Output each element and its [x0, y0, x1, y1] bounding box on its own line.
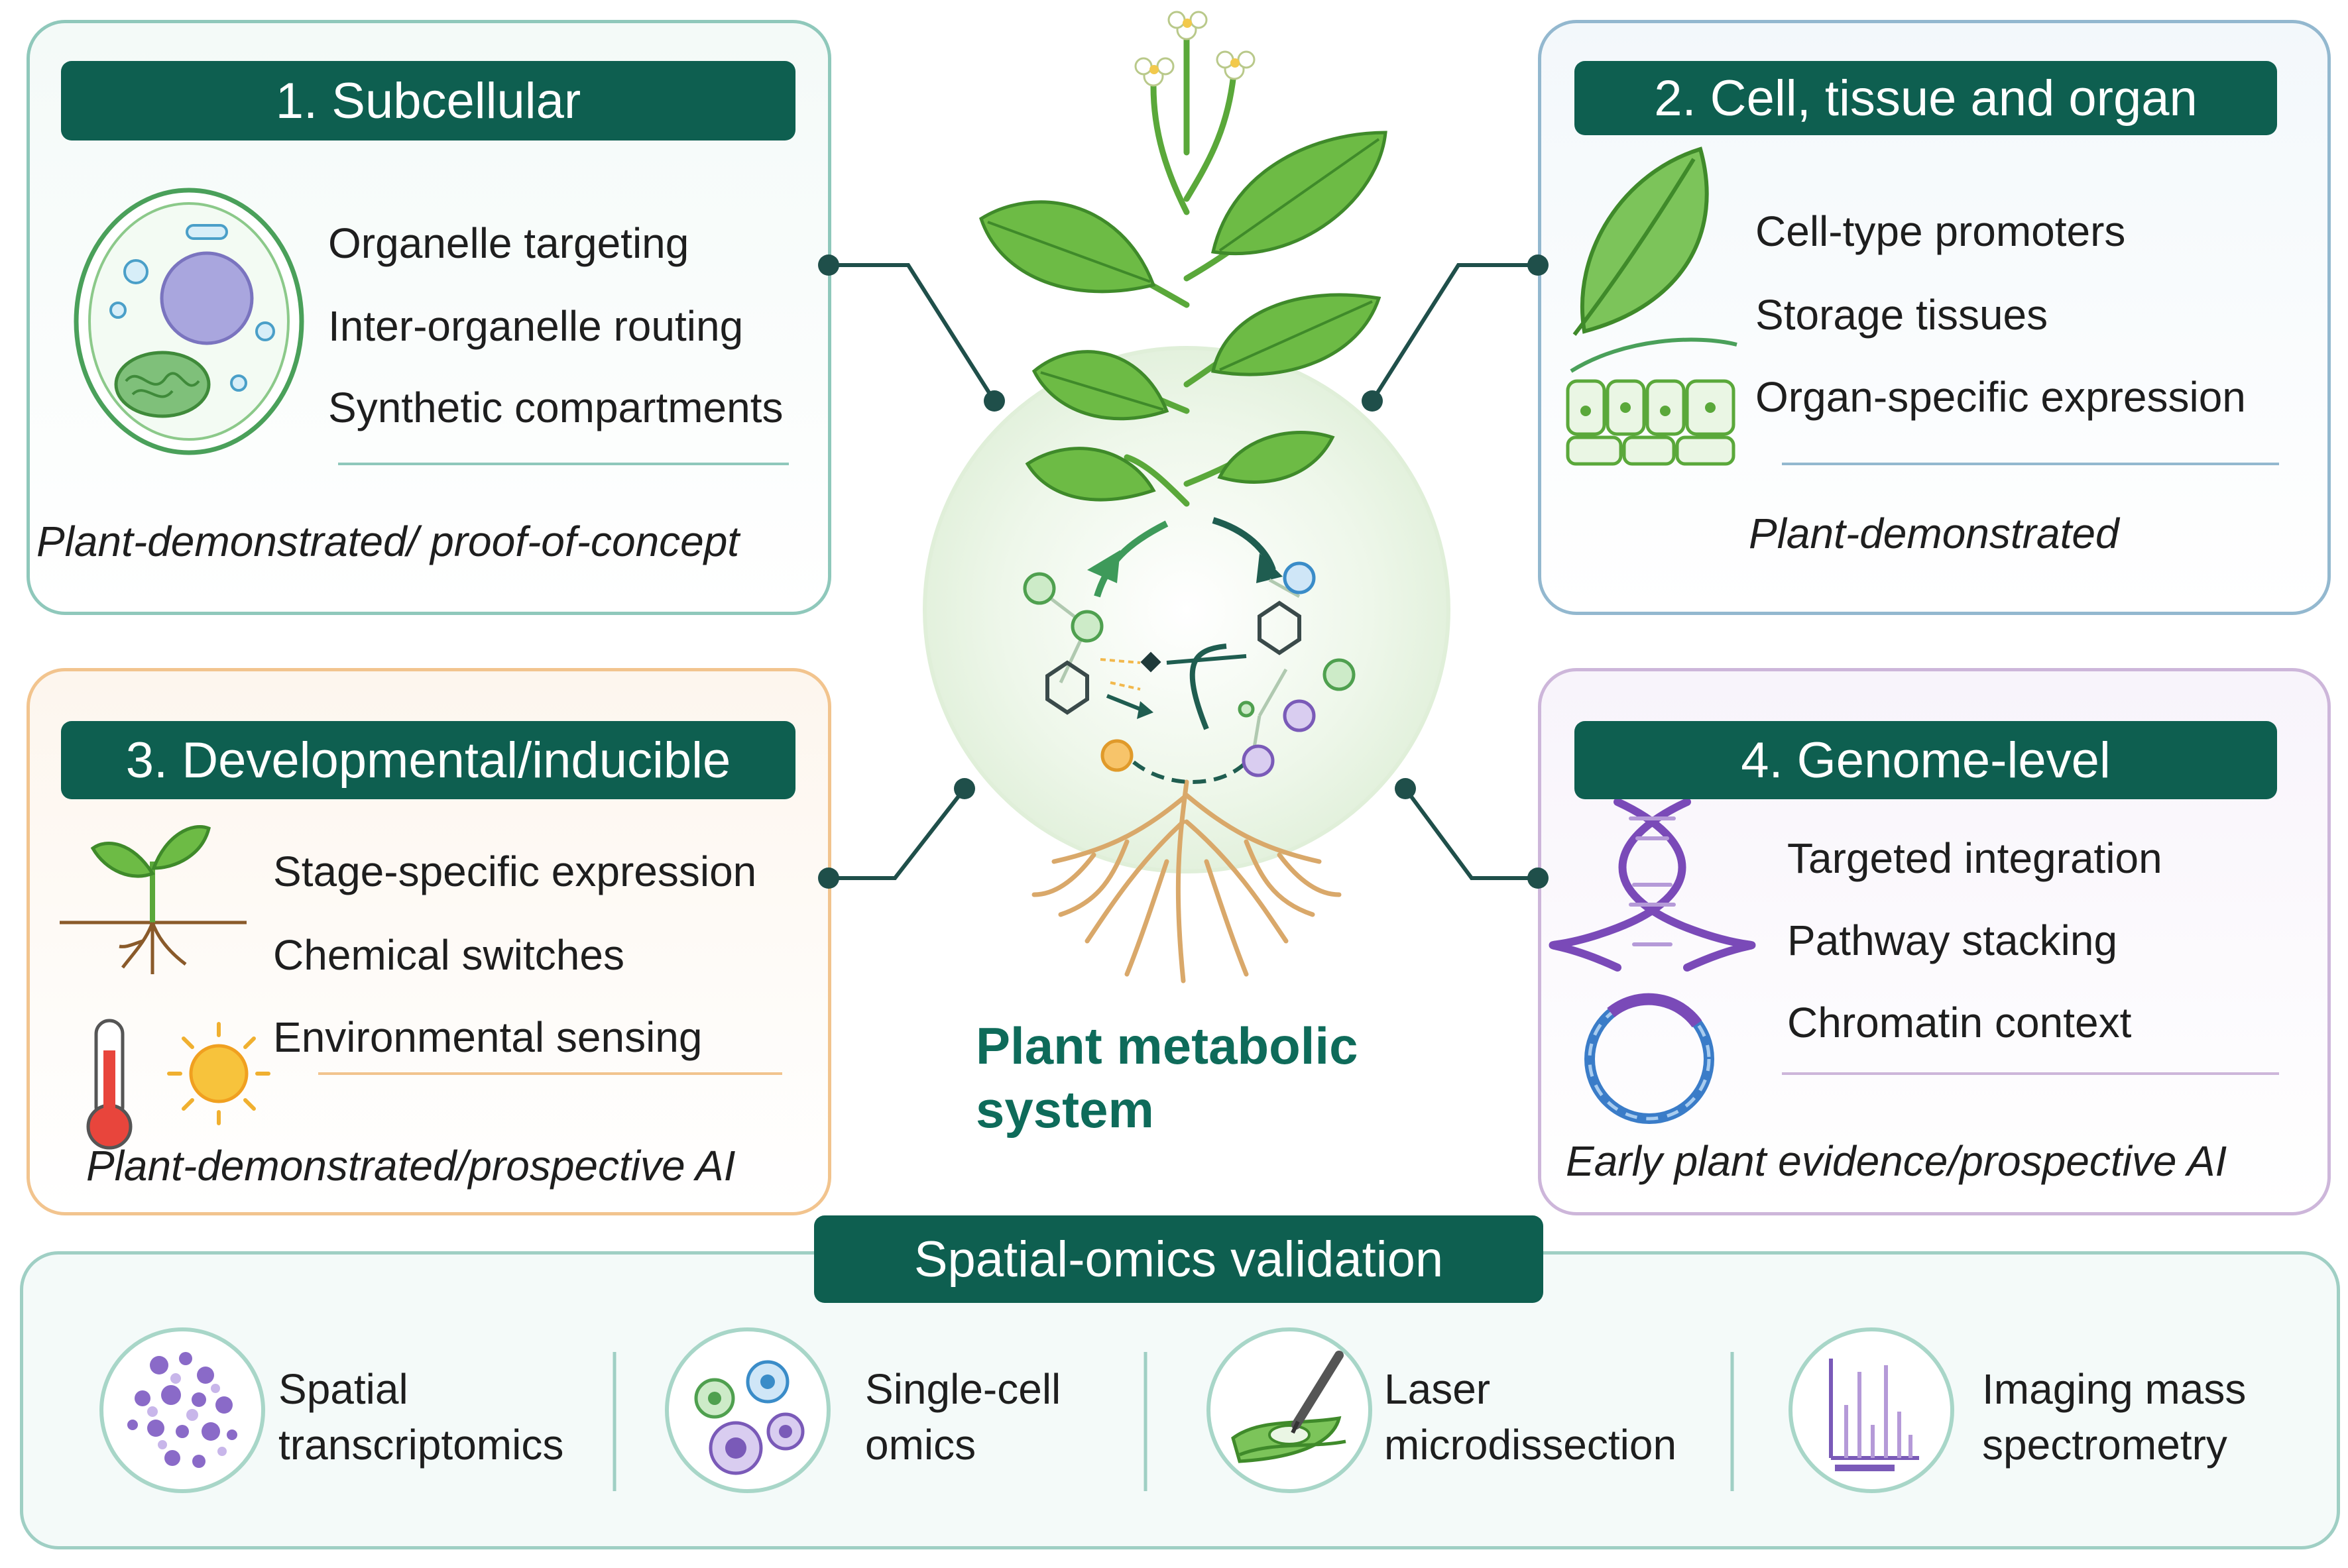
roots-icon — [1031, 779, 1342, 983]
storage-tissues-item: Storage tissues — [1755, 291, 2048, 339]
developmental-divider — [318, 1072, 782, 1075]
omics-dividers — [613, 1352, 1734, 1491]
laser-microdissection-icon — [1206, 1327, 1372, 1493]
center-title-line1: Plant metabolic — [976, 1017, 1358, 1075]
environmental-sensing-item: Environmental sensing — [273, 1013, 703, 1061]
subcellular-title: 1. Subcellular — [61, 61, 795, 140]
connector-lines — [829, 263, 1538, 880]
connector-dots — [818, 254, 1549, 889]
spatial-omics-title: Spatial-omics validation — [814, 1215, 1543, 1303]
plant-metabolic-system-title: Plant metabolic system — [976, 1014, 1358, 1141]
organelle-targeting-item: Organelle targeting — [328, 219, 689, 267]
imaging-mass-spectrometry-label: Imaging mass spectrometry — [1982, 1365, 2247, 1469]
leaf-tissue-icon — [1566, 146, 1737, 466]
inter-organelle-routing-item: Inter-organelle routing — [328, 302, 744, 350]
subcellular-evidence: Plant-demonstrated/ proof-of-concept — [36, 518, 740, 565]
cell-tissue-organ-title: 2. Cell, tissue and organ — [1574, 61, 2277, 135]
genome-level-title: 4. Genome-level — [1574, 721, 2277, 799]
genome-divider — [1782, 1072, 2279, 1075]
plasmid-icon — [1584, 993, 1714, 1124]
developmental-inducible-title: 3. Developmental/inducible — [61, 721, 795, 799]
dna-helix-icon — [1549, 798, 1756, 972]
chromatin-context-item: Chromatin context — [1787, 999, 2132, 1046]
single-cell-icon — [665, 1327, 831, 1493]
stage-specific-expression-item: Stage-specific expression — [273, 848, 757, 895]
cell-type-promoters-item: Cell-type promoters — [1755, 207, 2126, 255]
sun-icon — [167, 1022, 270, 1125]
subcellular-divider — [338, 463, 789, 465]
metabolic-network-icon — [1023, 517, 1356, 784]
single-cell-omics-label: Single-cell omics — [865, 1365, 1061, 1469]
cell-tissue-evidence: Plant-demonstrated — [1749, 510, 2119, 557]
genome-evidence: Early plant evidence/prospective AI — [1566, 1137, 2227, 1185]
chemical-switches-item: Chemical switches — [273, 931, 624, 979]
mass-spectrum-icon — [1789, 1327, 1954, 1493]
cell-tissue-divider — [1782, 463, 2279, 465]
seedling-icon — [60, 825, 247, 974]
pathway-stacking-item: Pathway stacking — [1787, 917, 2118, 964]
laser-microdissection-label: Laser microdissection — [1384, 1365, 1677, 1469]
thermometer-icon — [86, 1019, 133, 1150]
center-title-line2: system — [976, 1080, 1154, 1139]
targeted-integration-item: Targeted integration — [1787, 834, 2162, 882]
developmental-evidence: Plant-demonstrated/prospective AI — [86, 1142, 736, 1190]
synthetic-compartments-item: Synthetic compartments — [328, 384, 784, 431]
flower-icons — [1134, 11, 1256, 87]
spatial-transcriptomics-icon — [99, 1327, 265, 1493]
organ-specific-expression-item: Organ-specific expression — [1755, 373, 2246, 421]
plant-cell-icon — [74, 188, 304, 455]
spatial-transcriptomics-label: Spatial transcriptomics — [278, 1365, 564, 1469]
